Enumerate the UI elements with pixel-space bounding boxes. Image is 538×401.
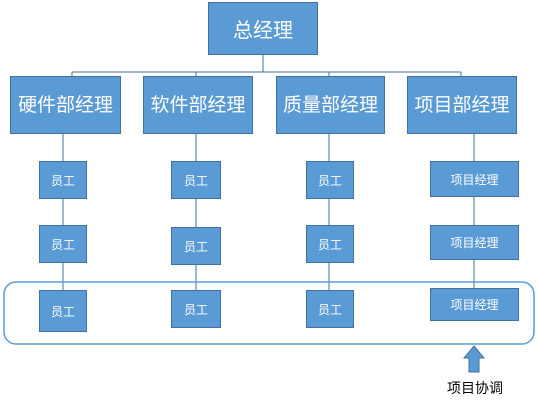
employee-label: 员工: [317, 302, 342, 317]
manager-box-hardware: 硬件部经理: [10, 76, 121, 134]
project-manager-box: 项目经理: [430, 161, 519, 197]
employee-label: 员工: [317, 237, 342, 252]
project-manager-label: 项目经理: [450, 298, 499, 312]
employee-label: 员工: [50, 237, 75, 252]
employee-label: 员工: [50, 173, 75, 188]
employee-label: 员工: [183, 302, 208, 317]
project-manager-box: 项目经理: [430, 225, 519, 260]
manager-box-project: 项目部经理: [407, 76, 517, 134]
manager-label: 硬件部经理: [17, 94, 113, 116]
employee-label: 员工: [50, 304, 75, 319]
employee-box: 员工: [171, 227, 221, 265]
employee-label: 员工: [183, 173, 208, 188]
manager-box-software: 软件部经理: [143, 76, 253, 134]
employee-box: 员工: [39, 225, 87, 263]
up-arrow-icon: [462, 345, 486, 373]
project-manager-box: 项目经理: [430, 288, 519, 321]
employee-box: 员工: [306, 225, 354, 263]
project-manager-label: 项目经理: [450, 236, 499, 250]
project-coordination-outline: [3, 281, 535, 345]
project-manager-label: 项目经理: [450, 172, 499, 187]
manager-label: 项目部经理: [414, 94, 510, 116]
general-manager-label: 总经理: [233, 18, 293, 42]
employee-box: 员工: [306, 290, 354, 328]
project-coordination-label: 项目协调: [447, 381, 503, 397]
manager-label: 质量部经理: [282, 94, 378, 116]
employee-box: 员工: [39, 161, 87, 199]
employee-box: 员工: [171, 290, 221, 328]
general-manager-box: 总经理: [208, 2, 318, 55]
employee-box: 员工: [39, 290, 87, 332]
employee-box: 员工: [306, 161, 354, 199]
employee-label: 员工: [183, 239, 208, 254]
employee-label: 员工: [317, 173, 342, 188]
manager-box-quality: 质量部经理: [276, 76, 385, 134]
manager-label: 软件部经理: [150, 94, 246, 116]
employee-box: 员工: [171, 161, 221, 199]
